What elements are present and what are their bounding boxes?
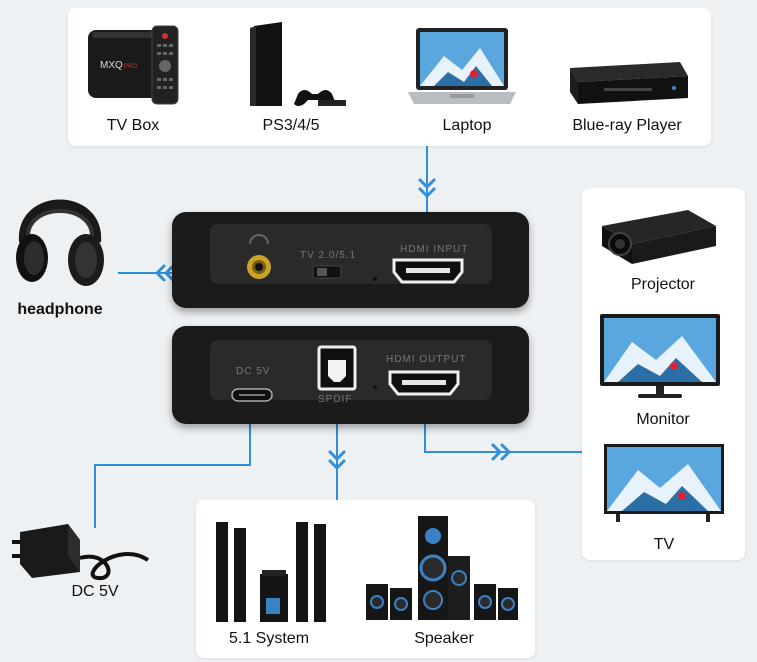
tv-box-icon: MXQ PRO [86,22,190,106]
mode-switch-icon [313,264,341,280]
usb-c-label: DC 5V [236,366,270,377]
usb-c-port-icon [231,388,273,402]
projector-icon [598,204,720,268]
power-adapter-icon [8,520,158,584]
indicator-dot-top [372,276,378,282]
audio-jack-icon [244,230,274,282]
ps-console-icon [246,22,346,108]
tv-icon [602,442,726,524]
top-hdmi-label: HDMI INPUT [400,244,468,255]
speaker-set-icon [364,512,520,628]
hdmi-input-port-icon [392,258,464,284]
svg-text:PRO: PRO [124,64,137,70]
tv-box-label: TV Box [96,117,170,135]
spdif-optical-port-icon [318,346,356,390]
dc-5v-label: DC 5V [60,583,130,601]
surround-5-1-system-icon [212,514,336,624]
bluray-label: Blue-ray Player [562,117,692,135]
monitor-label: Monitor [608,411,718,429]
system-5-1-label: 5.1 System [214,630,324,648]
headphone-label: headphone [12,301,108,319]
headphone-icon [10,178,110,290]
speaker-label: Speaker [404,630,484,648]
tv-label: TV [614,536,714,554]
bottom-hdmi-label: HDMI OUTPUT [386,354,466,365]
laptop-icon [404,26,520,108]
laptop-label: Laptop [424,117,510,135]
indicator-dot-bottom [372,384,378,390]
bluray-player-icon [564,62,692,108]
projector-label: Projector [608,276,718,294]
top-switch-label: TV 2.0/5.1 [300,250,356,261]
monitor-icon [598,312,722,400]
svg-text:MXQ: MXQ [100,60,123,71]
hdmi-output-port-icon [388,370,460,396]
ps-label: PS3/4/5 [248,117,334,135]
spdif-label: SPDIF [318,394,352,405]
